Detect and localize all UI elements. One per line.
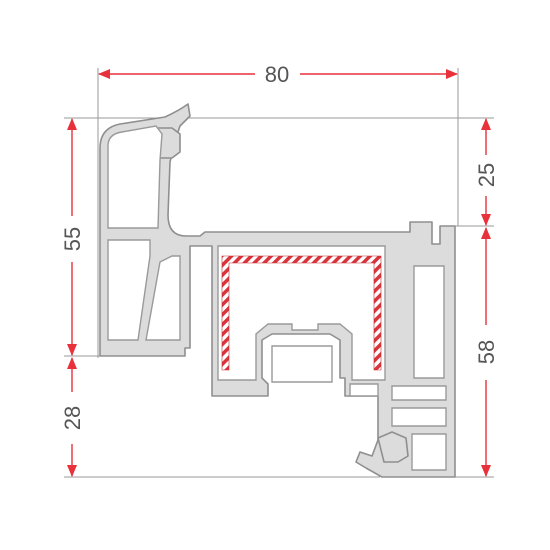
dim-width-label: 80: [265, 62, 289, 87]
frame-right-chamber-top: [413, 265, 445, 379]
frame-right-chamber-mid-1: [391, 385, 447, 401]
sash-chamber-upper: [107, 125, 163, 229]
frame-right-chamber-bottom: [411, 433, 447, 471]
frame-inner-slot: [271, 345, 333, 383]
steel-reinforcement: [221, 255, 382, 371]
frame-right-chamber-mid-2: [391, 407, 447, 427]
extension-lines: [64, 68, 494, 478]
sash-chamber-lower-left: [107, 239, 151, 341]
dim-right-lower-label: 58: [474, 340, 499, 364]
dimension-lines: [67, 69, 491, 477]
window-profile: [99, 103, 456, 478]
frame-main-chamber: [217, 245, 386, 381]
bottom-gasket-hook: [377, 431, 409, 463]
sash-chamber-lower-mid: [145, 255, 181, 341]
dim-right-upper-label: 25: [474, 163, 499, 187]
dim-left-lower-label: 28: [60, 406, 85, 430]
frame-left-chamber-bottom: [349, 383, 379, 397]
dim-left-upper-label: 55: [60, 227, 85, 251]
